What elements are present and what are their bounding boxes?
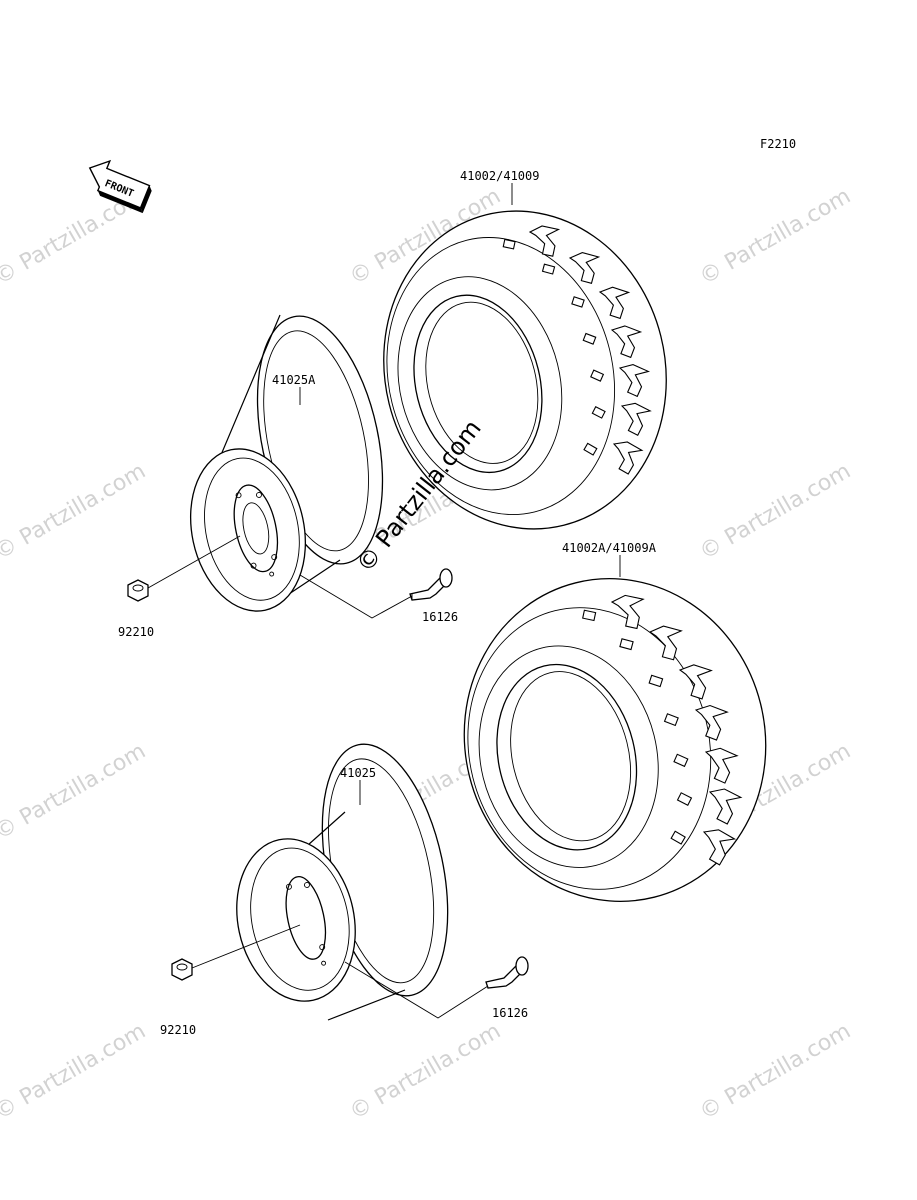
- leader-lines: [147, 183, 621, 1019]
- valve-front-icon: [409, 568, 453, 601]
- nut-rear-icon: [171, 958, 193, 981]
- label-nut-front: 92210: [118, 625, 154, 639]
- nut-front-icon: [127, 579, 149, 602]
- diagram-code: F2210: [760, 137, 796, 151]
- front-arrow-icon: FRONT: [88, 159, 152, 214]
- watermark-tile: © Partzilla.com: [696, 184, 856, 291]
- label-tire-front: 41002/41009: [460, 169, 539, 183]
- rim-rear: [236, 743, 449, 1021]
- label-rim-rear: 41025: [340, 766, 376, 780]
- tread-front: [502, 225, 652, 475]
- watermark-tile: © Partzilla.com: [0, 739, 150, 846]
- label-tire-rear: 41002A/41009A: [562, 541, 657, 555]
- watermark-tile: © Partzilla.com: [696, 1019, 856, 1126]
- watermark-tile: © Partzilla.com: [346, 1019, 506, 1126]
- tire-rear: [463, 578, 767, 902]
- tread-rear: [582, 594, 743, 866]
- watermark-tile: © Partzilla.com: [0, 1019, 150, 1126]
- watermark-tile: © Partzilla.com: [0, 459, 150, 566]
- label-rim-front: 41025A: [272, 373, 316, 387]
- label-valve-rear: 16126: [492, 1006, 528, 1020]
- valve-rear-icon: [485, 956, 529, 989]
- label-nut-rear: 92210: [160, 1023, 196, 1037]
- label-valve-front: 16126: [422, 610, 458, 624]
- watermark-tile: © Partzilla.com: [696, 459, 856, 566]
- rim-front: [189, 314, 384, 612]
